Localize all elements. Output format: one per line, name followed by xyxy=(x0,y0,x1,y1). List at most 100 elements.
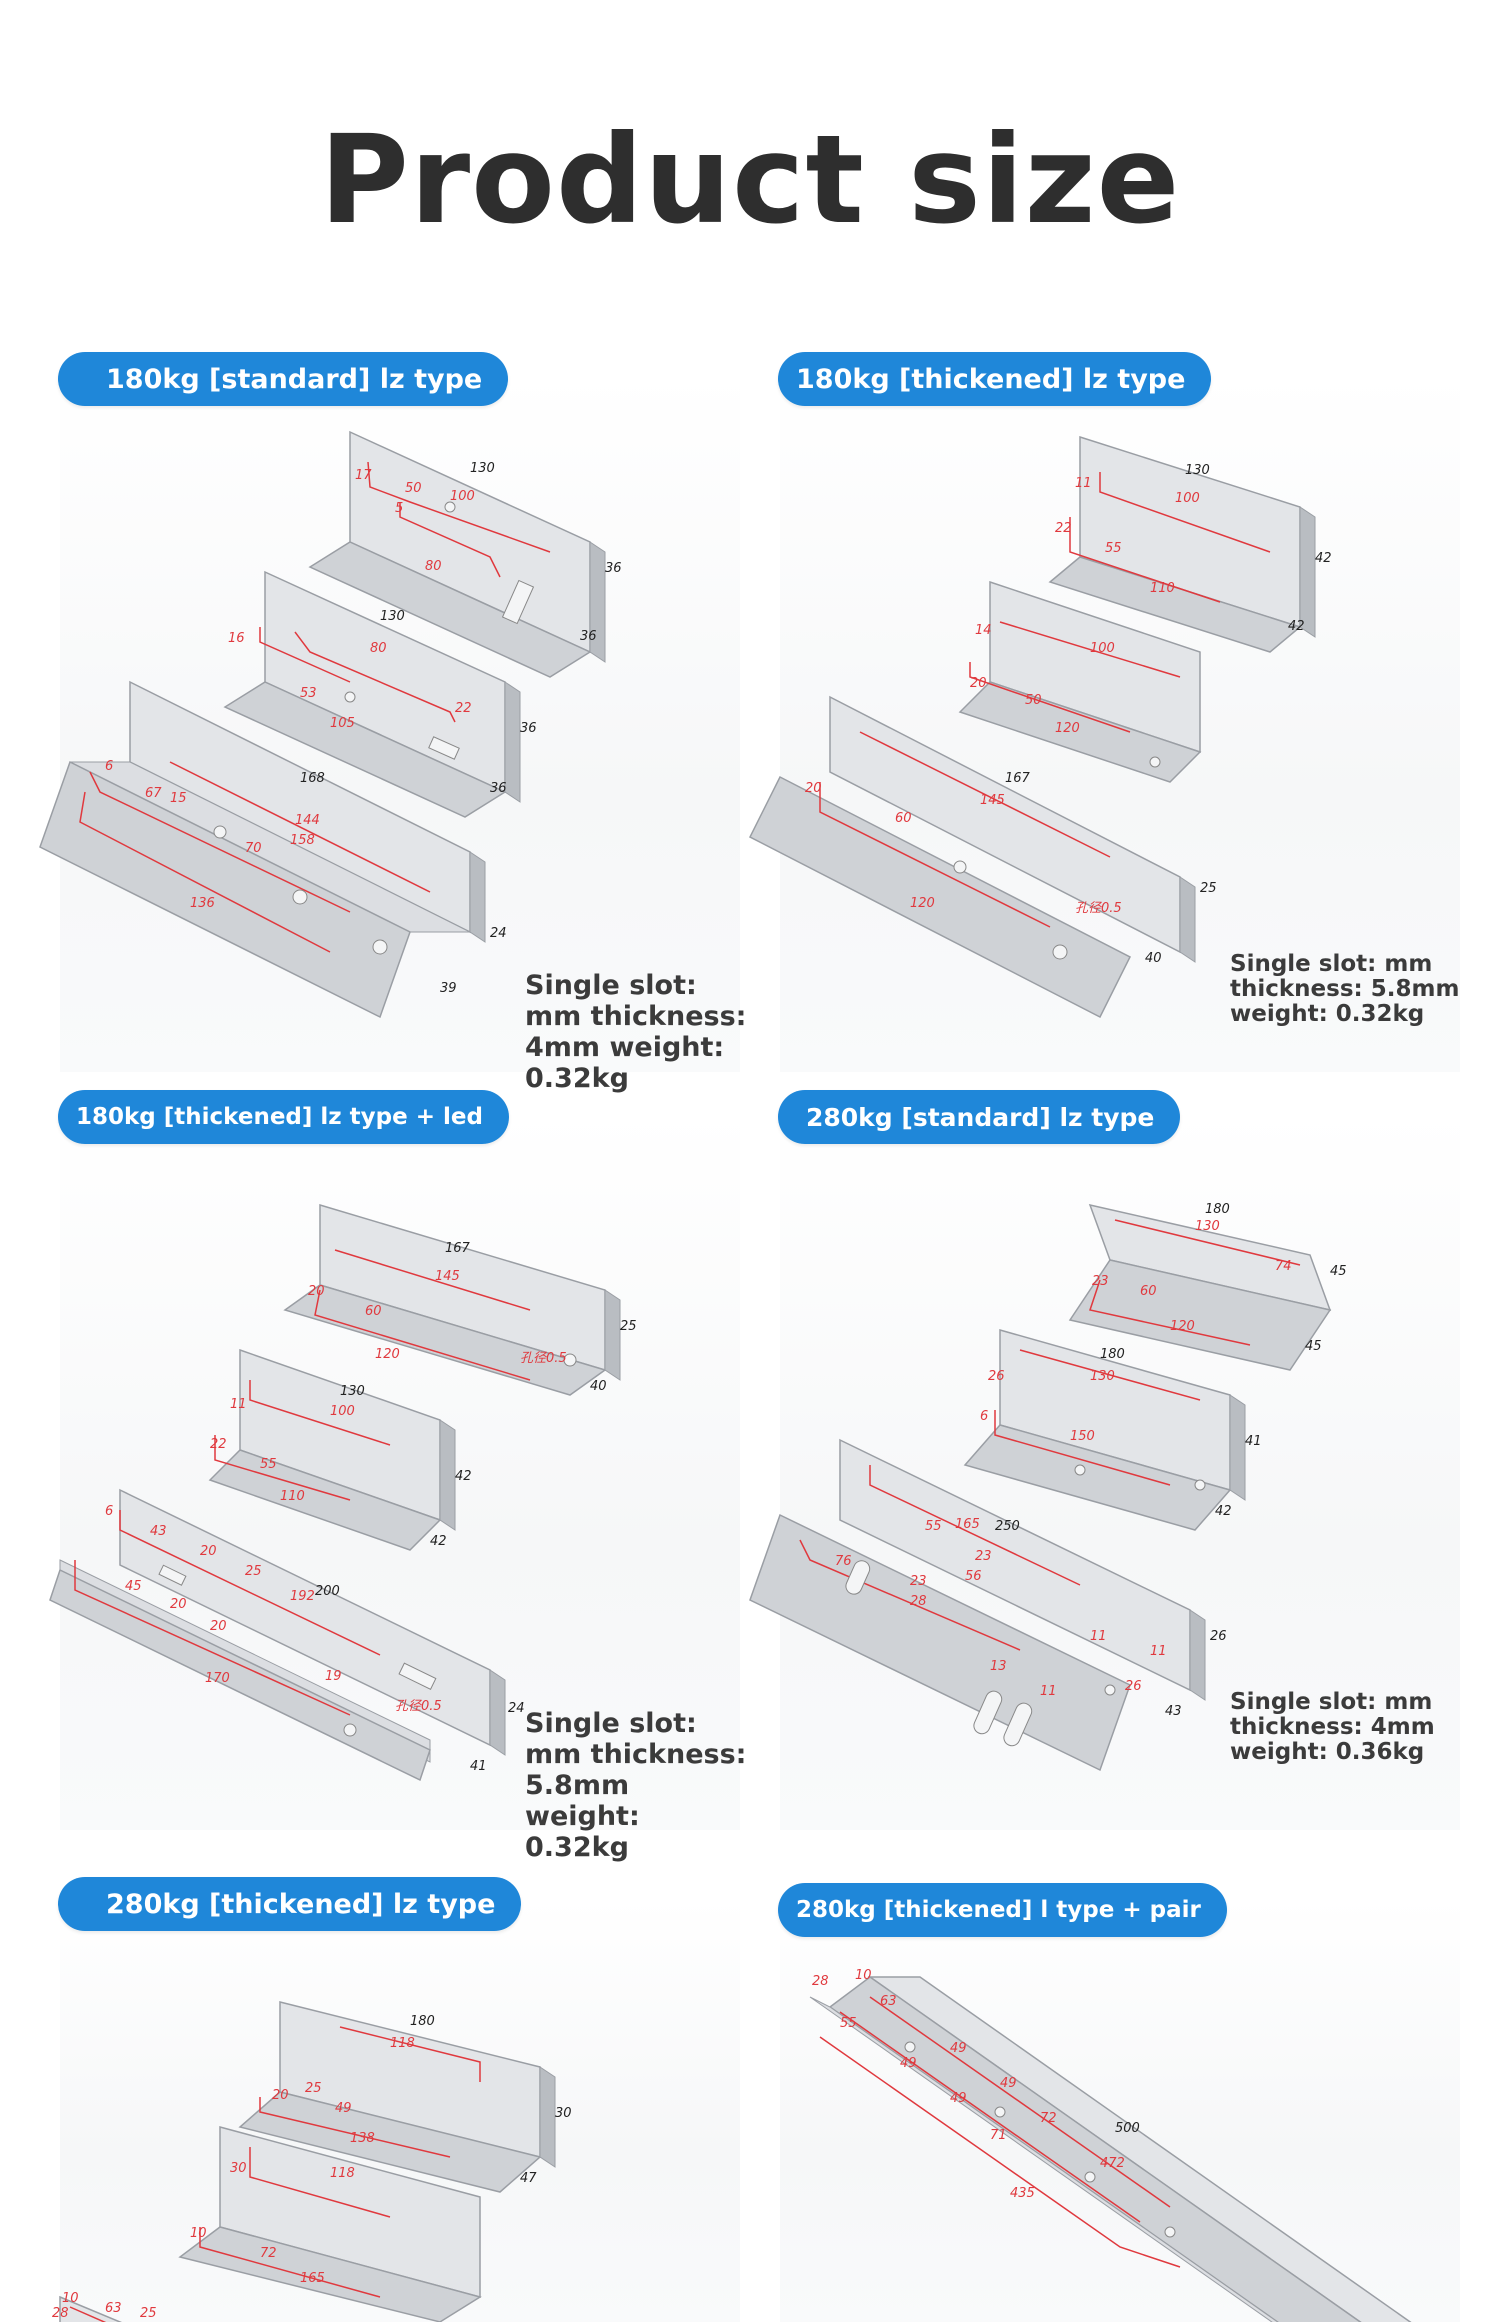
bracket-long: 10 28 63 55 49 49 49 49 72 71 472 500 43… xyxy=(809,1968,1412,2322)
dim-label: 45 xyxy=(1305,1339,1322,1354)
bracket-bottom: 168 6 67 15 144 158 70 136 24 39 xyxy=(39,680,507,1019)
dim-label: 24 xyxy=(508,1701,525,1716)
dim-label: 55 xyxy=(260,1457,277,1472)
section-label: 280kg [thickened] lz type xyxy=(58,1877,522,1931)
dim-label: 15 xyxy=(170,791,187,806)
dim-label: 105 xyxy=(330,716,355,731)
dim-label: 170 xyxy=(205,1671,230,1686)
dim-label: 10 xyxy=(62,2291,79,2306)
bracket-middle: 180 26 130 6 150 41 42 xyxy=(963,1329,1262,1531)
dim-label: 22 xyxy=(1055,521,1072,536)
dim-label: 55 xyxy=(840,2016,857,2031)
section-180kg-thickened: 180kg [thickened] lz type 130 11 100 22 … xyxy=(748,352,1470,1072)
dim-label: 192 xyxy=(290,1589,315,1604)
dim-label: 10 xyxy=(190,2226,207,2241)
dim-label: 130 xyxy=(1195,1219,1220,1234)
dim-label: 49 xyxy=(1000,2076,1017,2091)
dim-label: 10 xyxy=(855,1968,872,1983)
bracket-top: 180 130 74 23 60 120 45 45 xyxy=(1068,1202,1347,1371)
dim-label: 42 xyxy=(1288,619,1305,634)
dim-label: 11 xyxy=(1040,1684,1057,1699)
dim-label: 60 xyxy=(365,1304,382,1319)
dim-label: 120 xyxy=(1055,721,1080,736)
dim-label: 138 xyxy=(350,2131,375,2146)
dim-label: 100 xyxy=(1175,491,1200,506)
bracket-drawing: 10 28 63 55 49 49 49 49 72 71 472 500 43… xyxy=(809,1968,1412,2322)
dim-label: 180 xyxy=(410,2014,435,2029)
dim-label: 30 xyxy=(555,2106,572,2121)
dim-label: 110 xyxy=(1150,581,1175,596)
dim-label: 25 xyxy=(140,2306,157,2321)
section-label: 180kg [standard] lz type xyxy=(58,352,509,406)
dim-label: 80 xyxy=(425,559,442,574)
dim-label: 20 xyxy=(170,1597,187,1612)
dim-label: 39 xyxy=(440,981,457,996)
dim-label: 26 xyxy=(1210,1629,1227,1644)
dim-label: 孔径0.5 xyxy=(520,1351,567,1366)
dim-label: 41 xyxy=(470,1759,487,1774)
dim-label: 120 xyxy=(1170,1319,1195,1334)
dim-label: 19 xyxy=(325,1669,342,1684)
dim-label: 17 xyxy=(355,468,372,483)
dim-label: 150 xyxy=(1070,1429,1095,1444)
bracket-middle: 14 100 20 50 120 xyxy=(958,580,1202,783)
section-280kg-standard: 280kg [standard] lz type 180 130 74 23 6… xyxy=(749,1090,1470,1830)
dim-label: 孔径0.5 xyxy=(395,1699,442,1714)
bracket-drawing: 167 20 145 60 120 孔径0.5 25 40 130 11 100… xyxy=(49,1203,637,1782)
dim-label: 47 xyxy=(520,2171,537,2186)
dim-label: 71 xyxy=(990,2128,1007,2143)
dim-label: 30 xyxy=(230,2161,247,2176)
dim-label: 11 xyxy=(1150,1644,1167,1659)
dim-label: 145 xyxy=(435,1269,460,1284)
bracket-middle: 30 118 10 72 165 xyxy=(178,2126,482,2322)
dim-label: 63 xyxy=(880,1994,897,2009)
dim-label: 25 xyxy=(620,1319,637,1334)
bracket-top: 130 17 50 100 5 80 36 36 xyxy=(308,430,622,678)
dim-label: 100 xyxy=(330,1404,355,1419)
dim-label: 6 xyxy=(105,759,113,774)
bracket-drawing: 130 11 100 22 55 110 42 42 14 100 20 50 … xyxy=(748,435,1332,1019)
dim-label: 25 xyxy=(245,1564,262,1579)
dim-label: 250 xyxy=(995,1519,1020,1534)
dim-label: 28 xyxy=(52,2306,69,2321)
dim-label: 72 xyxy=(260,2246,277,2261)
section-280kg-thickened-pair: 280kg [thickened] l type + pair 10 28 63… xyxy=(770,1877,1470,2322)
bracket-bottom: 250 55 165 23 56 76 23 28 11 11 13 11 26… xyxy=(749,1438,1227,1772)
dim-label: 130 xyxy=(380,609,405,624)
dim-label: 26 xyxy=(988,1369,1005,1384)
dim-label: 130 xyxy=(1185,463,1210,478)
dim-label: 42 xyxy=(1315,551,1332,566)
dim-label: 23 xyxy=(975,1549,992,1564)
dim-label: 118 xyxy=(330,2166,355,2181)
dim-label: 130 xyxy=(1090,1369,1115,1384)
dim-label: 20 xyxy=(272,2088,289,2103)
dim-label: 43 xyxy=(1165,1704,1182,1719)
dim-label: 180 xyxy=(1205,1202,1230,1217)
dim-label: 20 xyxy=(308,1284,325,1299)
dim-label: 55 xyxy=(925,1519,942,1534)
dim-label: 53 xyxy=(300,686,317,701)
dim-label: 45 xyxy=(125,1579,142,1594)
dim-label: 45 xyxy=(1330,1264,1347,1279)
dim-label: 42 xyxy=(1215,1504,1232,1519)
section-180kg-standard: 180kg [standard] lz type 130 17 50 100 5… xyxy=(39,352,750,1094)
dim-label: 435 xyxy=(1010,2186,1035,2201)
dim-label: 120 xyxy=(375,1347,400,1362)
bracket-top: 130 11 100 22 55 110 42 42 xyxy=(1048,435,1332,653)
dim-label: 16 xyxy=(228,631,245,646)
bracket-bottom: 167 20 145 60 120 孔径0.5 25 40 xyxy=(748,695,1217,1019)
dim-label: 40 xyxy=(590,1379,607,1394)
dim-label: 36 xyxy=(490,781,507,796)
dim-label: 11 xyxy=(1075,476,1092,491)
dim-label: 6 xyxy=(980,1409,988,1424)
spec-text: Single slot: mm thickness: 5.8mm weight:… xyxy=(525,1708,747,1863)
dim-label: 13 xyxy=(990,1659,1007,1674)
dim-label: 110 xyxy=(280,1489,305,1504)
dim-label: 80 xyxy=(370,641,387,656)
dim-label: 23 xyxy=(910,1574,927,1589)
dim-label: 28 xyxy=(910,1594,927,1609)
dim-label: 500 xyxy=(1115,2121,1140,2136)
dim-label: 60 xyxy=(895,811,912,826)
dim-label: 120 xyxy=(910,896,935,911)
page-title: Product size xyxy=(319,109,1181,251)
